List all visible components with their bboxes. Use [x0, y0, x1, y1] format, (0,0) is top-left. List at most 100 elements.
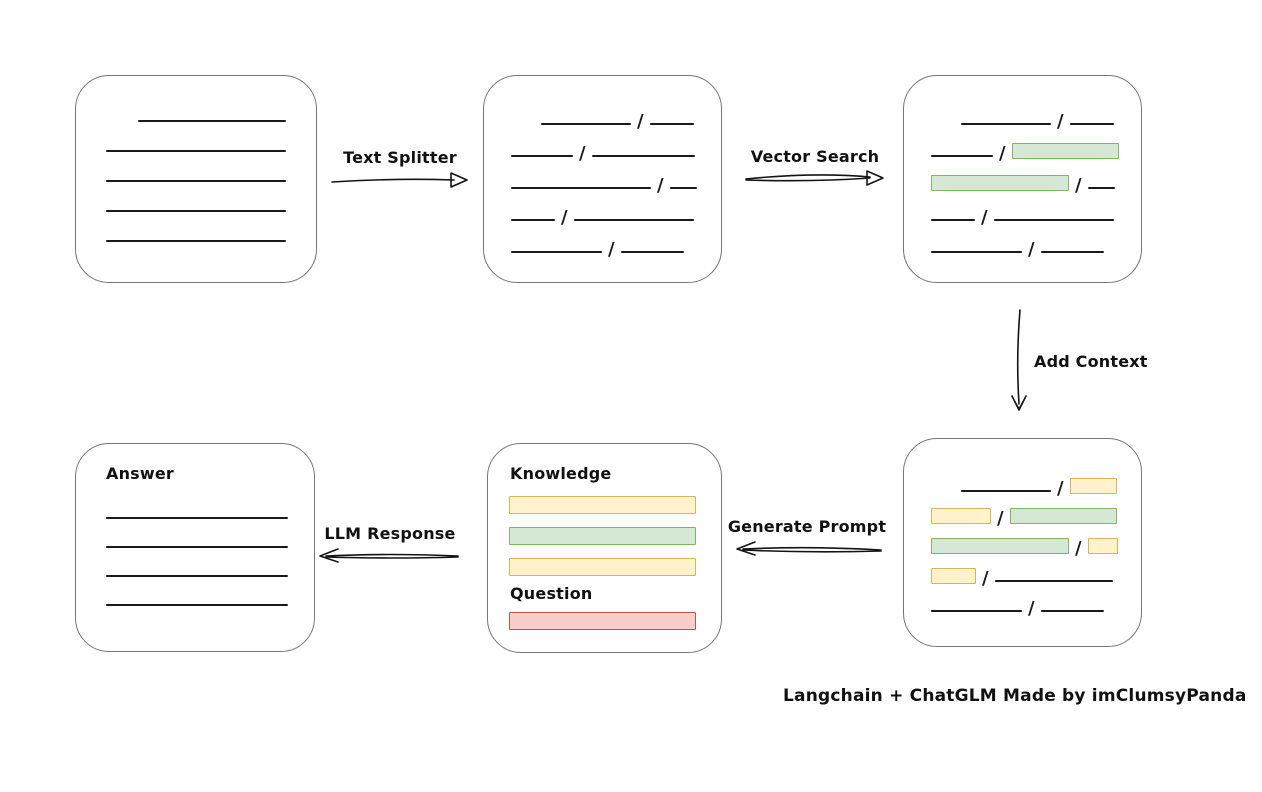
chunk-row: /	[931, 582, 1127, 618]
text-line-row	[106, 548, 289, 577]
text-line	[138, 120, 286, 122]
slash-separator: /	[637, 111, 644, 132]
text-line	[620, 251, 684, 253]
slash-separator: /	[579, 143, 586, 164]
text-line	[541, 123, 631, 125]
prompt-box: Knowledge Question	[487, 443, 722, 653]
answer-heading: Answer	[106, 464, 175, 483]
text-line	[931, 155, 993, 157]
green-highlight-chunk	[1011, 143, 1119, 159]
slash-separator: /	[999, 143, 1006, 164]
chunk-row: /	[931, 552, 1127, 588]
chunk-row: /	[931, 462, 1127, 498]
chunk-row: /	[931, 93, 1127, 131]
yellow-highlight-chunk	[1069, 478, 1117, 494]
text-line	[106, 604, 288, 606]
context-chunk-rows: / / / / /	[931, 462, 1127, 618]
llm-response-label: LLM Response	[324, 524, 456, 543]
split-chunks-box: /////	[483, 75, 722, 283]
text-line	[1040, 610, 1104, 612]
slash-separator: /	[1057, 111, 1064, 132]
text-line	[994, 580, 1113, 582]
chunk-row: /	[931, 125, 1127, 163]
text-line	[993, 219, 1114, 221]
chunk-row: /	[931, 522, 1127, 558]
chunk-row: /	[931, 492, 1127, 528]
text-line	[1040, 251, 1104, 253]
split-chunk-rows: /////	[511, 93, 707, 259]
text-line	[106, 150, 286, 152]
text-line-row	[106, 490, 289, 519]
yellow-bar	[509, 496, 696, 514]
text-line	[931, 610, 1022, 612]
slash-separator: /	[1028, 598, 1035, 619]
text-line	[591, 155, 695, 157]
text-line	[1069, 123, 1114, 125]
yellow-highlight-chunk	[931, 568, 976, 584]
answer-lines	[106, 490, 289, 606]
chunk-row: /	[511, 221, 707, 259]
yellow-highlight-chunk	[931, 508, 991, 524]
yellow-highlight-chunk	[1087, 538, 1118, 554]
source-document-box	[75, 75, 317, 283]
text-line	[106, 517, 288, 519]
question-bars	[509, 612, 696, 643]
context-chunks-box: / / / / /	[903, 438, 1142, 647]
knowledge-heading: Knowledge	[510, 464, 612, 483]
text-line	[1087, 187, 1115, 189]
text-line-row	[106, 577, 289, 606]
text-line	[106, 575, 288, 577]
text-line	[649, 123, 694, 125]
text-line	[106, 546, 288, 548]
text-line	[511, 251, 602, 253]
search-chunk-rows: / / / / /	[931, 93, 1127, 259]
green-highlight-chunk	[1009, 508, 1117, 524]
text-line	[931, 219, 975, 221]
text-line-row	[106, 122, 288, 152]
green-bar	[509, 527, 696, 545]
vector-search-arrow	[745, 170, 884, 186]
add-context-arrow	[1011, 309, 1027, 411]
green-highlight-chunk	[931, 538, 1069, 554]
answer-box: Answer	[75, 443, 315, 652]
chunk-row: /	[931, 157, 1127, 195]
document-lines	[106, 92, 288, 242]
slash-separator: /	[981, 207, 988, 228]
chunk-row: /	[511, 93, 707, 131]
chunk-row: /	[511, 125, 707, 163]
text-splitter-arrow	[331, 172, 468, 188]
text-splitter-label: Text Splitter	[343, 148, 457, 167]
text-line	[961, 490, 1051, 492]
slash-separator: /	[1028, 239, 1035, 260]
question-heading: Question	[510, 584, 593, 603]
red-bar	[509, 612, 696, 630]
chunk-row: /	[931, 189, 1127, 227]
search-results-box: / / / / /	[903, 75, 1142, 283]
llm-response-arrow	[319, 548, 459, 563]
slash-separator: /	[608, 239, 615, 260]
slash-separator: /	[657, 175, 664, 196]
slash-separator: /	[1075, 538, 1082, 559]
text-line-row	[106, 152, 288, 182]
text-line	[931, 251, 1022, 253]
generate-prompt-arrow	[736, 541, 882, 556]
text-line-row	[106, 212, 288, 242]
text-line	[961, 123, 1051, 125]
text-line	[573, 219, 694, 221]
slash-separator: /	[982, 568, 989, 589]
text-line	[511, 187, 651, 189]
text-line	[106, 180, 286, 182]
yellow-bar	[509, 558, 696, 576]
slash-separator: /	[997, 508, 1004, 529]
knowledge-bars	[509, 496, 696, 589]
slash-separator: /	[1075, 175, 1082, 196]
text-line	[669, 187, 697, 189]
add-context-label: Add Context	[1034, 352, 1148, 371]
vector-search-label: Vector Search	[750, 147, 880, 166]
text-line-row	[106, 182, 288, 212]
chunk-row: /	[931, 221, 1127, 259]
text-line	[511, 155, 573, 157]
text-line-row	[106, 519, 289, 548]
text-line	[106, 240, 286, 242]
